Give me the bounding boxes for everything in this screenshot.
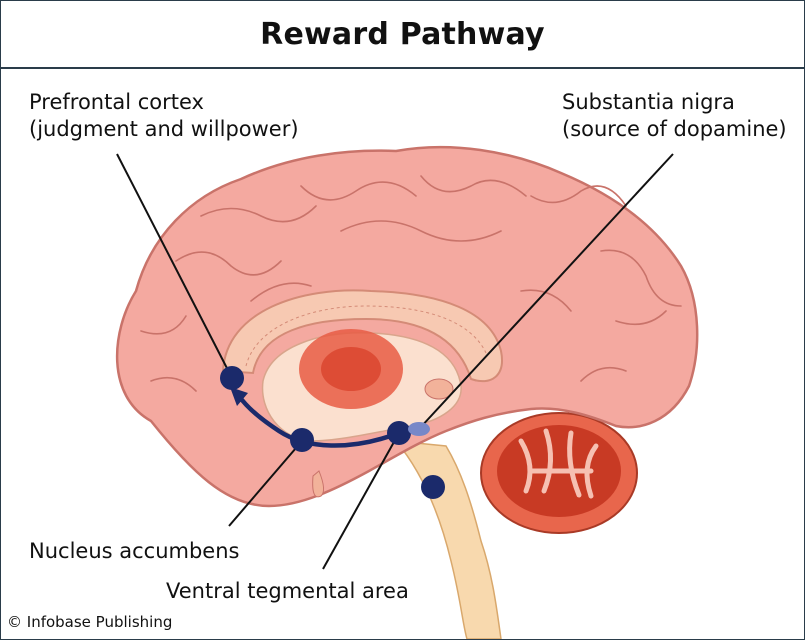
prefrontal-label-line1: Prefrontal cortex — [29, 89, 299, 116]
substantia-nigra-label-line1: Substantia nigra — [562, 89, 787, 116]
substantia-nigra-node — [408, 422, 430, 436]
nucleus-accumbens-node — [290, 428, 314, 452]
substantia-nigra-label-line2: (source of dopamine) — [562, 116, 787, 143]
ventral-tegmental-node — [387, 421, 411, 445]
prefrontal-label-line2: (judgment and willpower) — [29, 116, 299, 143]
prefrontal-label: Prefrontal cortex (judgment and willpowe… — [29, 89, 299, 143]
midbrain-node — [421, 475, 445, 499]
copyright-credit: © Infobase Publishing — [7, 613, 172, 631]
substantia-nigra-label: Substantia nigra (source of dopamine) — [562, 89, 787, 143]
prefrontal-cortex-node — [220, 366, 244, 390]
ventral-tegmental-label: Ventral tegmental area — [166, 578, 409, 605]
cerebellum — [481, 413, 637, 533]
nucleus-accumbens-label: Nucleus accumbens — [29, 538, 239, 565]
